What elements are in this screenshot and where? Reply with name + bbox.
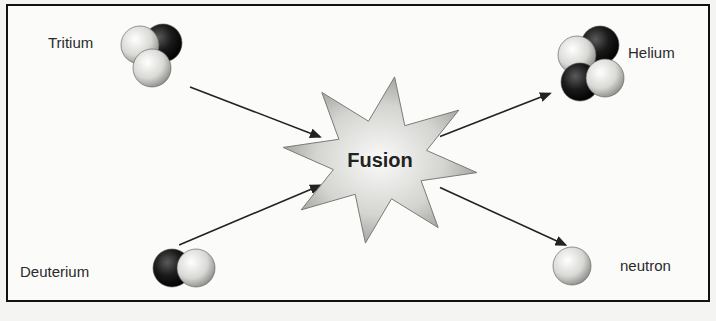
reaction-arrow [440, 93, 550, 136]
helium-atom [550, 22, 695, 108]
process-label: Fusion [347, 149, 413, 172]
particle-label: Deuterium [20, 263, 89, 280]
particle-group: Deuterium [15, 245, 225, 295]
particle-group: Helium [550, 22, 695, 108]
particle-group: Tritium [40, 18, 190, 98]
particle-label: neutron [620, 257, 671, 274]
reaction-arrow [190, 87, 320, 137]
tritium-atom [40, 18, 190, 98]
reaction-arrow [440, 188, 566, 246]
particle-label: Helium [628, 44, 675, 61]
particle-label: Tritium [48, 34, 93, 51]
particle-group: neutron [550, 245, 690, 295]
fusion-star: Fusion [280, 75, 480, 245]
reaction-arrow [179, 185, 320, 245]
